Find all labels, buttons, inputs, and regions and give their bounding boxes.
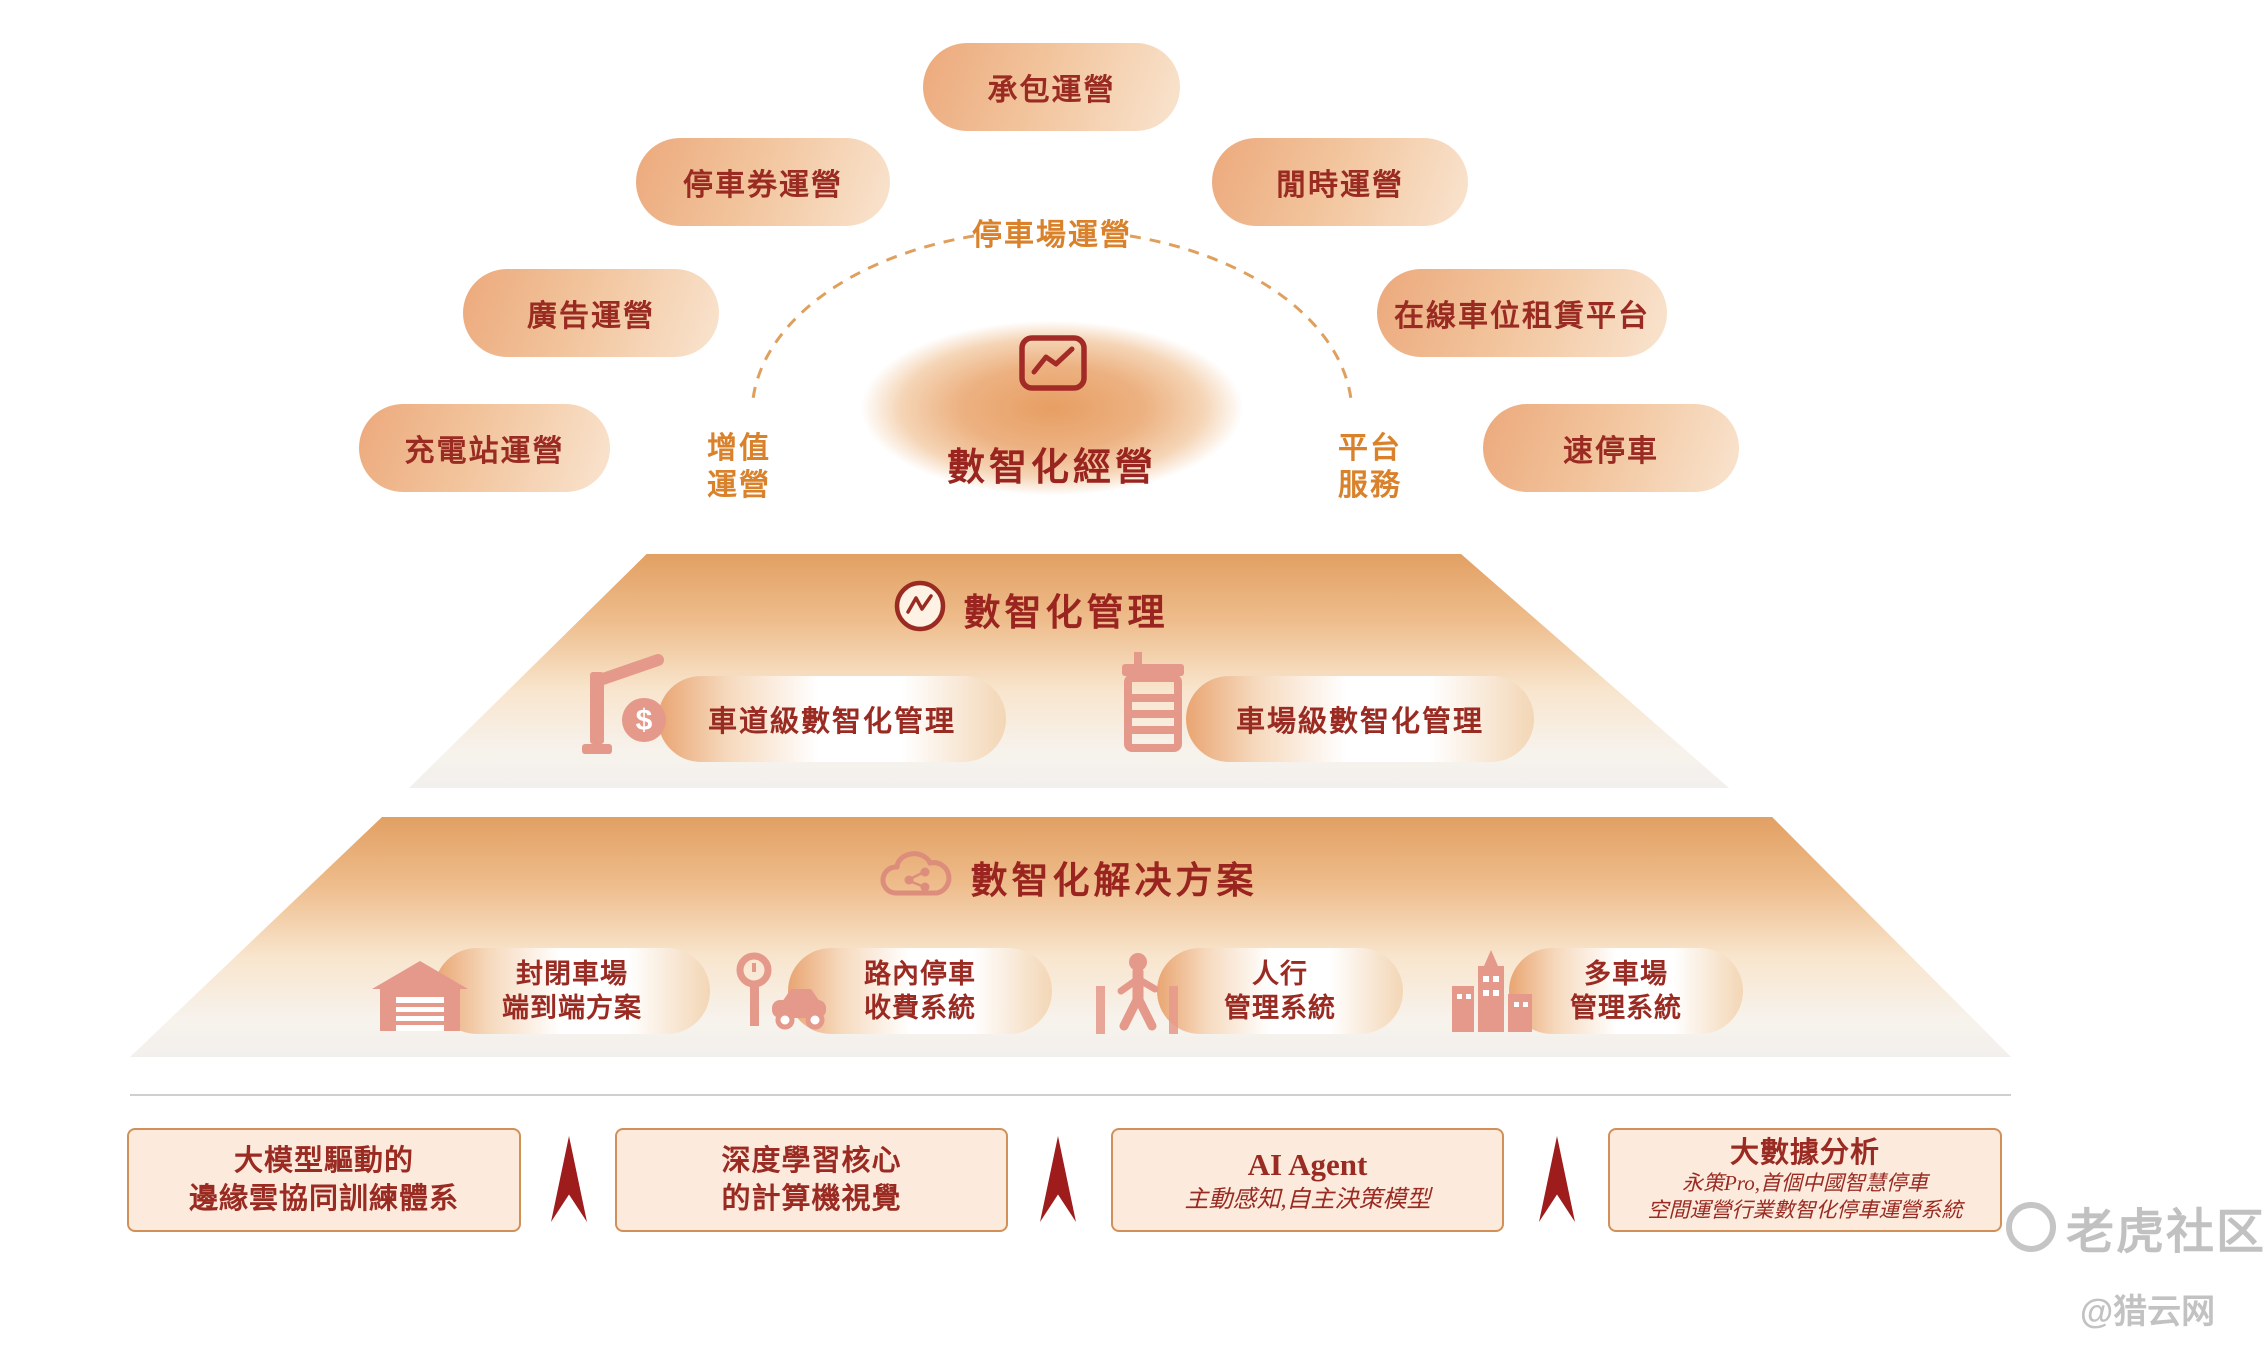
pill-closed-lot-end-to-end: 封閉車場 端到端方案	[434, 948, 710, 1034]
up-arrow-icon	[551, 1136, 587, 1222]
up-arrow-icon	[1539, 1136, 1575, 1222]
foundation-divider-line	[130, 1094, 2011, 1096]
bubble-charging-station-operation: 充電站運營	[359, 404, 610, 492]
foundation-box-large-model: 大模型驅動的 邊緣雲協同訓練體系	[127, 1128, 521, 1232]
up-arrow-icon	[1040, 1136, 1076, 1222]
parking-building-icon	[1110, 650, 1196, 763]
pill-lot-level-management: 車場級數智化管理	[1186, 676, 1534, 762]
toll-gate-dollar-icon: $	[578, 652, 674, 763]
foundation-box-ai-agent: AI Agent 主動感知,自主決策模型	[1111, 1128, 1504, 1232]
street-parking-icon	[732, 950, 828, 1039]
tiger-community-watermark: 老虎社区	[2006, 1192, 2266, 1262]
solutions-title: 數智化解决方案	[970, 860, 1258, 902]
management-title-row: 數智化管理	[795, 578, 1265, 639]
center-title: 數智化經營	[946, 447, 1157, 489]
lieyun-watermark: @猎云网	[2080, 1293, 2216, 1331]
pill-pedestrian-management-system: 人行 管理系統	[1157, 948, 1403, 1034]
bubble-idle-time-operation: 閒時運營	[1212, 138, 1468, 226]
ring-label-platform-services: 平台 服務	[1338, 432, 1402, 502]
svg-text:$: $	[636, 704, 653, 737]
monitor-chart-icon	[1017, 332, 1089, 399]
foundation-box-big-data: 大數據分析 永策Pro,首個中國智慧停車 空間運營行業數智化停車運營系統	[1608, 1128, 2002, 1232]
tiger-logo-icon	[2006, 1202, 2056, 1252]
bubble-online-space-rental-platform: 在線車位租賃平台	[1377, 269, 1667, 357]
cloud-share-icon	[873, 843, 955, 910]
multi-lot-icon	[1446, 948, 1542, 1041]
ring-label-value-added-operation: 增值 運營	[707, 432, 771, 502]
bubble-parking-voucher-operation: 停車券運營	[636, 138, 890, 226]
gauge-icon	[892, 578, 948, 639]
pill-lane-level-management: 車道級數智化管理	[658, 676, 1006, 762]
pill-multi-lot-management-system: 多車場 管理系統	[1509, 948, 1743, 1034]
bubble-contract-operation: 承包運營	[923, 43, 1180, 131]
ring-label-parking-lot-operation: 停車場運營	[972, 219, 1132, 252]
garage-icon	[368, 955, 474, 1040]
foundation-box-deep-learning: 深度學習核心 的計算機視覺	[615, 1128, 1008, 1232]
pill-street-parking-charging-system: 路內停車 收費系統	[788, 948, 1052, 1034]
pedestrian-icon	[1092, 948, 1182, 1041]
bubble-speedy-parking: 速停車	[1483, 404, 1739, 492]
management-title: 數智化管理	[963, 592, 1169, 634]
bubble-advertising-operation: 廣告運營	[463, 269, 719, 357]
solutions-title-row: 數智化解决方案	[830, 843, 1300, 910]
center-glow-ellipse	[807, 296, 1297, 520]
